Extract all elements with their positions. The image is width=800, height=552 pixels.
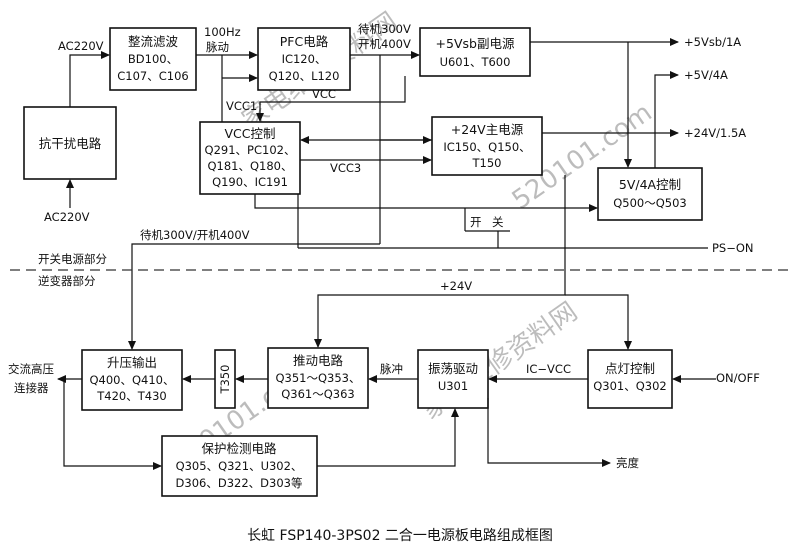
block-vcc-line: Q190、IC191 [212, 175, 288, 189]
block-t350: T350 [214, 349, 236, 409]
block-main-line: IC150、Q150、 [443, 140, 530, 154]
block-vcc-line: Q181、Q180、 [207, 159, 292, 173]
label-standby-300v: 待机300V [358, 22, 411, 36]
block-t350-label: T350 [218, 365, 232, 395]
block-rectifier-line: BD100、 [128, 52, 178, 66]
block-standby-line: U601、T600 [440, 55, 511, 69]
block-5v-control: 5V/4A控制 Q500～Q503 [597, 167, 703, 221]
block-main-title: +24V主电源 [451, 122, 524, 137]
block-emi-filter: 抗干扰电路 [23, 106, 117, 180]
block-rectifier-line: C107、C106 [117, 69, 188, 83]
block-pfc-line: IC120、 [282, 52, 327, 66]
block-standby-title: +5Vsb副电源 [436, 36, 515, 51]
block-emi-filter-label: 抗干扰电路 [39, 136, 102, 151]
block-pfc-line: Q120、L120 [269, 69, 340, 83]
block-main-line: T150 [472, 156, 502, 170]
label-pulse: 脉冲 [380, 362, 403, 376]
block-pfc-title: PFC电路 [280, 34, 329, 49]
label-out-5v: +5V/4A [684, 68, 728, 82]
block-protection-line: D306、D322、D303等 [176, 476, 303, 490]
block-vcc-title: VCC控制 [224, 126, 275, 141]
block-boost-line: Q400、Q410、 [89, 373, 174, 387]
block-standby-supply: +5Vsb副电源 U601、T600 [419, 27, 531, 77]
label-on-off: ON/OFF [716, 371, 760, 385]
block-main-supply: +24V主电源 IC150、Q150、 T150 [431, 116, 543, 176]
label-vcc: VCC [312, 87, 336, 101]
block-driver: 推动电路 Q351～Q353、 Q361～Q363 [267, 347, 369, 409]
block-boost-output: 升压输出 Q400、Q410、 T420、T430 [81, 349, 183, 411]
block-oscillator-line: U301 [438, 379, 468, 393]
label-section-top: 开关电源部分 [38, 252, 107, 266]
block-rectifier: 整流滤波 BD100、 C107、C106 [109, 27, 197, 91]
label-100hz: 100Hz [204, 25, 241, 39]
label-ac-hv-2: 连接器 [14, 381, 49, 395]
block-driver-line: Q351～Q353、 [275, 371, 360, 385]
block-boost-line: T420、T430 [96, 389, 166, 403]
block-protection-title: 保护检测电路 [201, 441, 277, 456]
block-5v-line: Q500～Q503 [613, 196, 687, 210]
label-ac-hv-1: 交流高压 [8, 362, 54, 376]
label-switch-guan: 关 [492, 215, 504, 229]
label-ac220v-top: AC220V [58, 39, 104, 53]
label-section-bottom: 逆变器部分 [38, 274, 96, 288]
label-vcc3: VCC3 [330, 161, 361, 175]
block-pfc: PFC电路 IC120、 Q120、L120 [257, 27, 351, 91]
label-rail-24v: +24V [440, 279, 472, 293]
block-boost-title: 升压输出 [107, 355, 157, 370]
block-protection: 保护检测电路 Q305、Q321、U302、 D306、D322、D303等 [161, 435, 318, 497]
block-rectifier-title: 整流滤波 [128, 34, 179, 49]
signal-labels: AC220V AC220V 100Hz 脉动 待机300V 开机400V VCC… [8, 22, 760, 470]
figure-caption: 长虹 FSP140-3PS02 二合一电源板电路组成框图 [247, 528, 553, 544]
label-ac220v-bottom: AC220V [44, 210, 90, 224]
label-out-24v: +24V/1.5A [684, 126, 746, 140]
label-out-5vsb: +5Vsb/1A [684, 35, 741, 49]
block-oscillator: 振荡驱动 U301 [417, 349, 489, 409]
label-switch-kai: 开 [470, 215, 482, 229]
block-lamp-control: 点灯控制 Q301、Q302 [587, 349, 673, 409]
label-run-400v: 开机400V [358, 37, 411, 51]
block-oscillator-title: 振荡驱动 [428, 361, 478, 376]
connection-lines [57, 38, 716, 470]
block-lamp-line: Q301、Q302 [593, 379, 667, 393]
block-driver-title: 推动电路 [293, 353, 344, 368]
block-lamp-title: 点灯控制 [605, 361, 655, 376]
block-vcc-line: Q291、PC102、 [205, 143, 296, 157]
label-ic-vcc: IC−VCC [526, 362, 571, 376]
label-ps-on: PS−ON [712, 241, 754, 255]
label-brightness: 亮度 [616, 456, 639, 470]
label-vcc1: VCC1 [226, 99, 257, 113]
block-protection-line: Q305、Q321、U302、 [176, 459, 303, 473]
block-vcc-control: VCC控制 Q291、PC102、 Q181、Q180、 Q190、IC191 [199, 121, 301, 195]
block-driver-line: Q361～Q363 [281, 387, 355, 401]
label-pulsating: 脉动 [206, 40, 229, 54]
block-5v-title: 5V/4A控制 [619, 177, 681, 192]
label-hv-bus: 待机300V/开机400V [140, 228, 250, 242]
